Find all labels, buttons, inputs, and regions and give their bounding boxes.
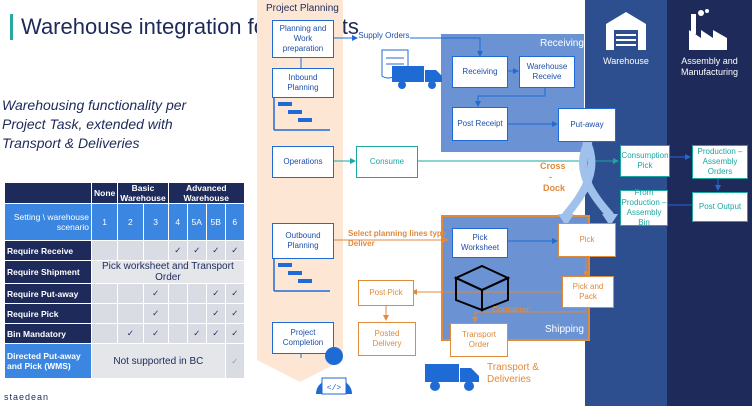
outbound-planning-box: Outbound Planning [272,223,334,259]
developer-icon: </> [316,347,352,395]
table-row: Require Receive ✓ ✓ ✓ ✓ [4,240,245,261]
matrix-cell: ✓ [142,323,169,344]
scenario-1: 1 [90,203,119,241]
post-receipt-box: Post Receipt [452,107,508,141]
row-label: Require Shipment [4,260,92,284]
group-advanced: Advanced Warehouse [167,182,245,204]
warehouse-scenario-matrix: None Basic Warehouse Advanced Warehouse … [4,182,245,379]
row-label: Directed Put-away and Pick (WMS) [4,343,92,379]
operations-box: Operations [272,146,334,178]
posted-delivery-box: Posted Delivery [358,322,416,356]
matrix-cell: ✓ [224,240,245,261]
supply-orders-label: Supply Orders [358,31,410,40]
scenario-5a: 5A [186,203,207,241]
matrix-cell: ✓ [142,303,169,324]
matrix-cell: ✓ [224,303,245,324]
warehouse-label: Warehouse [603,56,649,66]
matrix-cell: ✓ [224,283,245,304]
project-completion-box: Project Completion [272,322,334,354]
matrix-cell: ✓ [117,323,144,344]
put-away-box: Put-away [558,108,616,142]
assembly-label: Assembly and Manufacturing [680,56,739,77]
scenario-5b: 5B [205,203,226,241]
planning-work-preparation-box: Planning and Work preparation [272,20,334,58]
transport-order-box: Transport Order [450,323,508,357]
subtitle: Warehousing functionality per Project Ta… [2,97,187,151]
row-label: Bin Mandatory [4,323,92,344]
delivery-truck-icon [425,364,479,391]
row-label: Require Receive [4,240,92,261]
pick-worksheet-box: Pick Worksheet [452,228,508,258]
consumption-pick-box: Consumption Pick [620,145,670,177]
matrix-cell: ✓ [224,343,245,379]
matrix-cell [142,240,169,261]
pick-box: Pick [558,223,616,257]
transport-deliveries-label: Transport & Deliveries [487,362,539,385]
scenario-2: 2 [117,203,144,241]
consume-box: Consume [356,146,418,178]
select-planning-lines-label: Select planning lines type Deliver [348,229,447,248]
project-planning-label: Project Planning [266,3,339,14]
production-assembly-orders-box: Production – Assembly Orders [692,145,748,179]
shipping-panel-label: Shipping [545,324,584,335]
project-planning-stripe [257,0,343,360]
table-row: Directed Put-away and Pick (WMS) Not sup… [4,343,245,379]
matrix-cell [90,323,119,344]
gantt-icon [273,259,330,292]
svg-text:</>: </> [327,384,342,393]
staedean-logo: staedean [4,392,50,402]
scenario-4: 4 [167,203,188,241]
matrix-cell: ✓ [205,283,226,304]
warehouse-icon [606,12,646,50]
matrix-cell [167,323,188,344]
post-pick-box: Post Pick [358,280,414,306]
receiving-panel-label: Receiving [540,38,584,49]
group-none: None [90,182,119,204]
truck-icon [392,66,442,89]
dock-label: Dock [543,183,566,193]
warehouse-receive-box: Warehouse Receive [519,56,575,88]
inbound-planning-box: Inbound Planning [272,68,334,98]
cross-dock-dash: - [549,172,552,182]
merged-cell: Pick worksheet and Transport Order [91,260,245,284]
matrix-cell [90,283,119,304]
receiving-box: Receiving [452,56,508,88]
post-output-box: Post Output [692,192,748,222]
container-icon [453,264,511,312]
matrix-cell: ✓ [167,240,188,261]
gantt-icon [273,98,330,131]
cross-label: Cross [540,161,566,171]
setting-label: Setting \ warehouse scenario [4,203,92,241]
matrix-cell [90,240,119,261]
pick-and-pack-box: Pick and Pack [562,276,614,308]
matrix-cell: ✓ [186,240,207,261]
from-production-bin-box: From Production – Assembly Bin [620,188,668,227]
scenario-6: 6 [224,203,245,241]
matrix-cell: ✓ [205,303,226,324]
factory-icon [689,9,727,50]
table-row: Require Shipment Pick worksheet and Tran… [4,260,245,284]
container-label: Container [492,305,530,314]
matrix-corner [4,182,92,204]
scenario-3: 3 [142,203,169,241]
project-planning-arrow [257,360,343,382]
